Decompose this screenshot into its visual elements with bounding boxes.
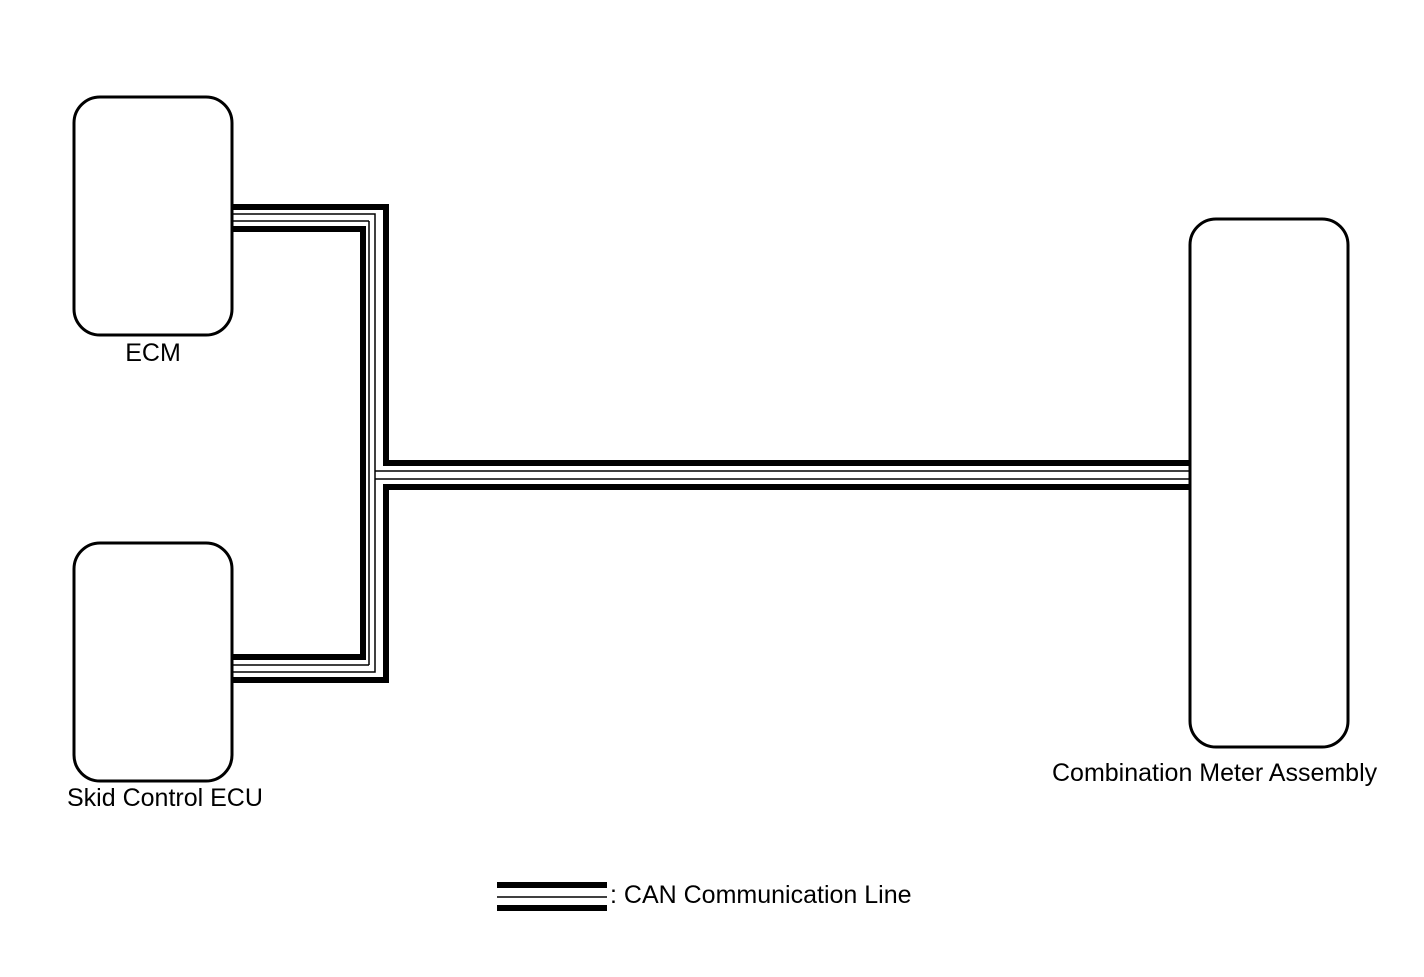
skid-control-ecu-box bbox=[72, 541, 234, 783]
combination-meter-unit: Combination Meter Assembly bbox=[1052, 217, 1378, 787]
legend: : CAN Communication Line bbox=[497, 881, 912, 911]
ecm-box bbox=[72, 95, 234, 337]
can-wire-outer-upper bbox=[232, 204, 1190, 466]
ecm-unit: ECM bbox=[72, 95, 234, 367]
skid-control-ecu-unit: Skid Control ECU bbox=[67, 541, 263, 812]
combination-meter-box bbox=[1188, 217, 1350, 749]
can-wire-inner-left bbox=[232, 213, 376, 673]
can-wire-outer-lower bbox=[232, 484, 1190, 683]
can-communication-line bbox=[232, 204, 1190, 683]
combination-meter-label: Combination Meter Assembly bbox=[1052, 759, 1378, 787]
legend-line-symbol bbox=[497, 882, 607, 911]
skid-control-ecu-label: Skid Control ECU bbox=[67, 784, 263, 812]
ecm-label: ECM bbox=[125, 339, 181, 367]
legend-text: : CAN Communication Line bbox=[610, 881, 912, 909]
can-wire-outer-left bbox=[232, 226, 366, 660]
